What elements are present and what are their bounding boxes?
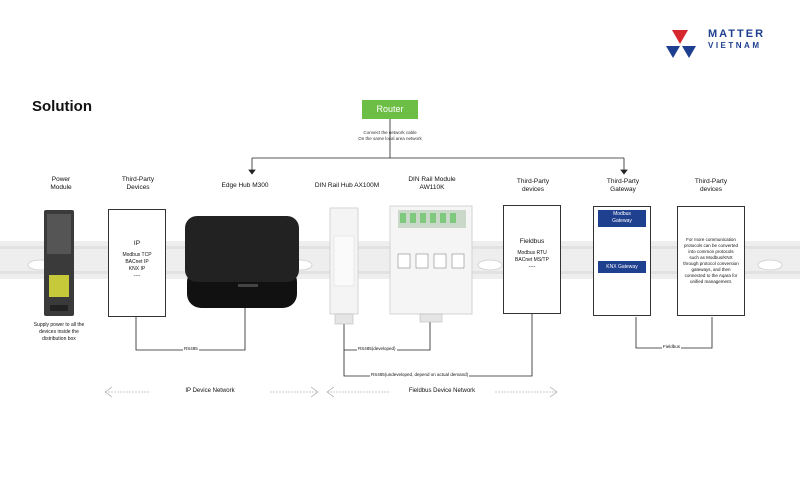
edge-hub-image <box>185 216 299 308</box>
title-line: Module <box>50 184 72 191</box>
protocol-description: For more communication protocols can be … <box>683 237 739 284</box>
title-line: AW110K <box>419 184 445 191</box>
fb-net-right <box>549 386 558 398</box>
ip-net-right <box>310 386 319 398</box>
protocol-line: KNX IP <box>128 266 146 272</box>
box-heading: Fieldbus <box>519 238 545 245</box>
title-line: DIN Rail Module <box>408 176 456 183</box>
link-rs485-undeveloped <box>343 314 533 377</box>
title-line: Devices <box>126 184 150 191</box>
knx-gateway-tag: KNX Gateway <box>598 261 646 273</box>
third-party-fieldbus-box: Fieldbus Modbus RTU BACnet MS/TP ---- <box>503 205 561 314</box>
protocol-line: BACnet MS/TP <box>515 257 549 263</box>
tag-line: Gateway <box>612 218 632 224</box>
router-note-line2: On the same local area network <box>358 136 422 141</box>
din-module-image <box>389 205 473 323</box>
page-title: Solution <box>32 98 92 115</box>
rail-slot <box>757 259 783 271</box>
protocol-line: Modbus RTU <box>517 250 547 256</box>
din-module-title: DIN Rail Module AW110K <box>394 176 470 192</box>
third-party-ip-box: IP Modbus TCP BACnet IP KNX IP ---- <box>108 209 166 317</box>
box-heading: IP <box>133 240 141 247</box>
modbus-gateway-tag: Modbus Gateway <box>598 210 646 227</box>
gateway-box: Modbus Gateway KNX Gateway <box>593 206 651 316</box>
protocol-line: ---- <box>133 273 141 279</box>
ip-network-label: IP Device Network <box>150 388 270 394</box>
power-caption: Supply power to all the devices inside t… <box>22 322 96 343</box>
din-hub-image <box>329 207 359 325</box>
protocol-line: BACnet IP <box>125 259 149 265</box>
arrow-down <box>620 169 628 175</box>
third-party-fieldbus-title: Third-Party devices <box>504 178 562 194</box>
router-node: Router <box>362 100 418 119</box>
din-hub-title: DIN Rail Hub AX100M <box>314 182 380 189</box>
brand-line1: MATTER <box>708 28 766 40</box>
caption-line: devices inside the <box>39 329 79 335</box>
edge-hub-title: Edge Hub M300 <box>221 182 269 189</box>
title-line: devices <box>521 186 545 193</box>
title-line: Third-Party <box>694 178 728 185</box>
title-line: devices <box>699 186 723 193</box>
third-party-other-box: For more communication protocols can be … <box>677 206 745 316</box>
brand-line2: VIETNAM <box>708 41 762 50</box>
caption-line: Supply power to all the <box>33 322 85 328</box>
title-line: Third-Party <box>516 178 550 185</box>
label-rs485-undeveloped: RS485(undeveloped, depend on actual dema… <box>370 372 470 377</box>
title-line: Power <box>51 176 71 183</box>
brand-wordmark: MATTER VIETNAM <box>708 29 765 51</box>
label-rs485: RS485 <box>183 346 199 351</box>
protocol-line: Modbus TCP <box>122 252 152 258</box>
label-rs485-developed: RS485(developed) <box>357 346 397 351</box>
power-module-image <box>44 210 74 316</box>
third-party-ip-title: Third-Party Devices <box>110 176 166 192</box>
router-note-line1: Connect the network cable <box>363 130 417 135</box>
power-module-title: Power Module <box>36 176 86 192</box>
tag-line: Modbus <box>613 211 631 217</box>
router-note: Connect the network cable On the same lo… <box>330 130 450 142</box>
title-line: Third-Party <box>121 176 155 183</box>
fieldbus-network-label: Fieldbus Device Network <box>390 388 494 394</box>
gateway-title: Third-Party Gateway <box>594 178 652 194</box>
third-party-other-title: Third-Party devices <box>682 178 740 194</box>
arrow-down <box>248 169 256 175</box>
rail-slot <box>477 259 503 271</box>
label-fieldbus: Fieldbus <box>662 344 682 349</box>
matter-logo-icon <box>666 30 696 58</box>
caption-line: distribution box <box>42 336 76 342</box>
title-line: Gateway <box>610 186 636 193</box>
protocol-line: ---- <box>528 264 536 270</box>
title-line: Third-Party <box>606 178 640 185</box>
